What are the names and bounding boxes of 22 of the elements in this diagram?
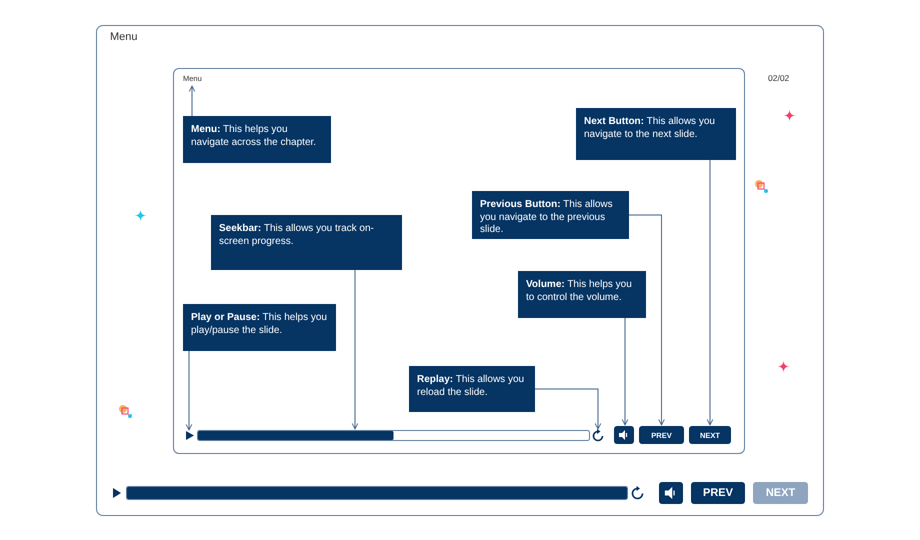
callout-box: Volume: This helps you to control the volume. [518, 271, 646, 318]
callout-box: Replay: This allows you reload the slide. [409, 366, 535, 412]
leader-line [628, 214, 665, 426]
slide-counter: 02/02 [768, 73, 790, 83]
callout-box: Previous Button: This allows you navigate to the previous slide. [472, 191, 629, 239]
leader-line [706, 160, 714, 426]
next-button: NEXT [753, 482, 808, 504]
callout-box: Seekbar: This allows you track on-screen progress. [211, 215, 402, 270]
prev-button: PREV [691, 482, 745, 504]
leader-line [534, 388, 602, 430]
leader-line [622, 318, 628, 426]
callout-box: Next Button: This allows you navigate to the next slide. [576, 108, 736, 160]
seekbar [197, 430, 590, 441]
leader-line [188, 86, 196, 116]
menu-label: Menu [110, 31, 138, 43]
callout-box: Menu: This helps you navigate across the chapter. [183, 116, 331, 163]
replay-icon [592, 430, 604, 442]
volume-button [614, 426, 634, 444]
leader-line [186, 350, 192, 430]
callout-box: Play or Pause: This helps you play/pause the slide. [183, 304, 336, 351]
leader-line [352, 270, 358, 430]
play-icon [186, 431, 194, 440]
